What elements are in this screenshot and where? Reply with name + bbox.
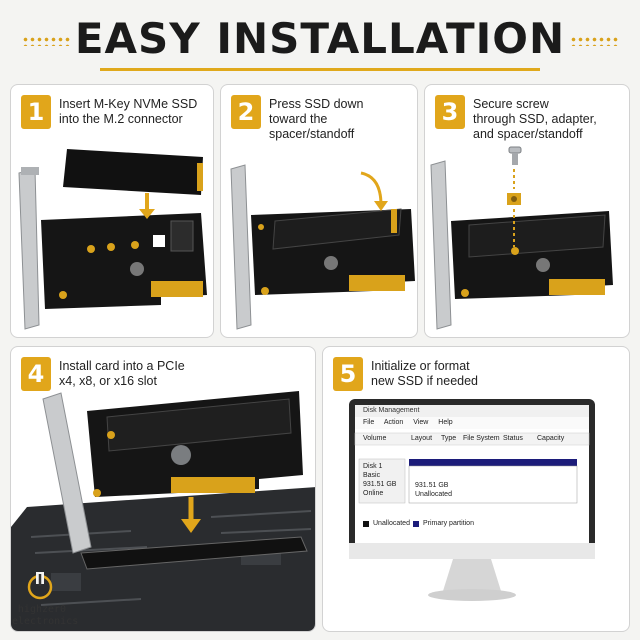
menu-bar: File Action View Help <box>363 419 453 426</box>
step-3-panel: 3 Secure screw through SSD, adapter, and… <box>424 84 630 338</box>
legend-primary-partition: Primary partition <box>423 520 474 527</box>
logo-line-1: highzer0 <box>17 604 67 615</box>
partition-status: Unallocated <box>415 491 452 498</box>
step-5-number: 5 <box>333 357 363 391</box>
col-capacity[interactable]: Capacity <box>537 435 565 442</box>
page-title: EASY INSTALLATION <box>74 14 566 63</box>
step-4-panel: 4 Install card into a PCIe x4, x8, or x1… <box>10 346 316 632</box>
step-2-text: Press SSD down toward the spacer/standof… <box>269 97 364 141</box>
menu-action[interactable]: Action <box>383 419 404 426</box>
disk-status: Online <box>363 490 384 497</box>
brand-logo: highzer0 electronics <box>12 572 78 632</box>
step-1-number: 1 <box>21 95 51 129</box>
decorative-dots-right <box>570 36 620 46</box>
disk-size: 931.51 GB <box>363 481 397 488</box>
step-5-text: Initialize or format new SSD if needed <box>371 359 479 388</box>
step-5-panel: 5 Initialize or format new SSD if needed… <box>322 346 630 632</box>
col-layout[interactable]: Layout <box>411 435 433 442</box>
disk-type: Basic <box>363 472 381 479</box>
decorative-dots-left <box>22 36 72 46</box>
step-3-text: Secure screw through SSD, adapter, and s… <box>473 97 597 141</box>
step-2-number: 2 <box>231 95 261 129</box>
menu-help[interactable]: Help <box>438 419 453 426</box>
logo-line-2: electronics <box>12 616 79 627</box>
col-volume[interactable]: Volume <box>363 435 387 442</box>
disk-label: Disk 1 <box>363 463 383 470</box>
col-file-system[interactable]: File System <box>463 435 500 442</box>
step-3-illustration <box>430 146 613 330</box>
step-1-text: Insert M-Key NVMe SSD into the M.2 conne… <box>59 97 198 126</box>
step-2-illustration <box>230 164 415 330</box>
step-4-text: Install card into a PCIe x4, x8, or x16 … <box>59 359 185 388</box>
step-1-panel: 1 Insert M-Key NVMe SSD into the M.2 con… <box>10 84 214 338</box>
col-type[interactable]: Type <box>441 435 457 442</box>
unallocated-partition[interactable]: 931.51 GB Unallocated <box>415 481 452 499</box>
legend-unallocated: Unallocated <box>373 520 410 527</box>
step-4-number: 4 <box>21 357 51 391</box>
power-icon <box>27 572 53 600</box>
menu-view[interactable]: View <box>413 419 429 426</box>
menu-file[interactable]: File <box>363 419 375 426</box>
step-1-illustration <box>18 149 207 330</box>
step-3-number: 3 <box>435 95 465 129</box>
col-status[interactable]: Status <box>503 435 523 442</box>
window-title: Disk Management <box>363 407 420 414</box>
disk-info[interactable]: Disk 1 Basic 931.51 GB Online <box>363 462 396 498</box>
header: EASY INSTALLATION <box>0 0 640 80</box>
step-2-panel: 2 Press SSD down toward the spacer/stand… <box>220 84 418 338</box>
title-underline <box>100 68 540 71</box>
partition-size: 931.51 GB <box>415 482 449 489</box>
step-4-illustration <box>11 391 315 631</box>
step-5-illustration <box>349 399 595 601</box>
